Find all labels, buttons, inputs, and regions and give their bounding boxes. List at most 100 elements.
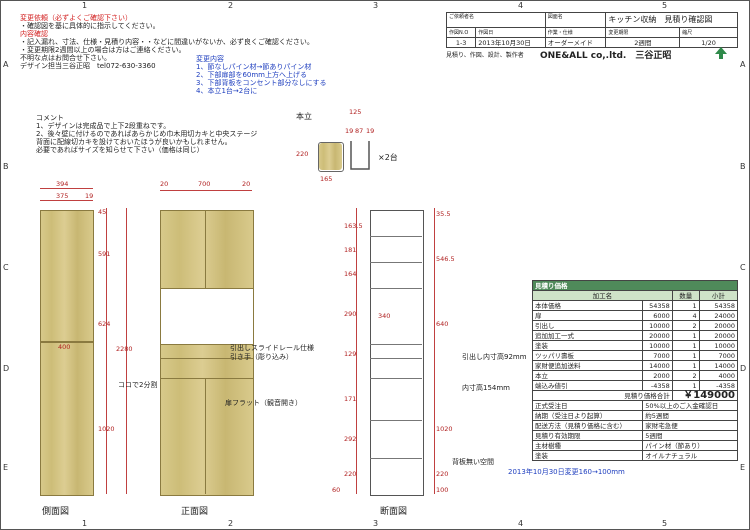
table-cell: 20000 — [698, 320, 739, 331]
section-dim-v: 171 — [344, 395, 357, 403]
handle-note: 引き手（彫り込み） — [230, 353, 293, 361]
section-shelf — [370, 236, 422, 237]
side-dim-width: 394 — [56, 180, 69, 188]
bookstand-side-view — [318, 142, 344, 172]
front-upper-doors — [160, 210, 254, 290]
comments-item: 背面に配線切カキを設けておいたほうが良いかもしれません。 — [36, 138, 232, 146]
grid-col-2: 2 — [228, 1, 234, 10]
table-cell: 14000 — [642, 360, 673, 371]
table-cell: 20000 — [642, 330, 673, 341]
side-dim-total: 2280 — [116, 345, 133, 353]
side-dim-width: 19 — [85, 192, 94, 200]
table-cell: 54358 — [698, 300, 739, 311]
estimate-header: 加工名 — [532, 290, 673, 301]
estimate-header: 数量 — [671, 290, 700, 301]
bookstand-dim: 165 — [320, 175, 333, 183]
grid-col-5-bottom: 5 — [662, 519, 668, 528]
bookstand-dim: 220 — [296, 150, 309, 158]
section-dim-v: 290 — [344, 310, 357, 318]
table-cell: 家財便追加送料 — [531, 360, 644, 371]
scale-label: 縮尺 — [679, 27, 738, 38]
section-dim-right: 220 — [436, 470, 449, 478]
estimate-total-label: 見積り価格合計 — [532, 390, 673, 401]
grid-row-c: C — [3, 263, 9, 272]
section-dim-v: 164 — [344, 270, 357, 278]
table-cell: 1 — [671, 380, 700, 391]
dim-line — [434, 208, 435, 494]
customer-label: ご依頼者名 — [446, 12, 546, 28]
section-shelf — [370, 262, 422, 263]
section-shelf — [370, 378, 422, 379]
comments-block: コメント 1、デザインは完成品で上下2段重ねです。 2、後々壁に付けるのであれば… — [36, 114, 257, 154]
changes-item: 4、本立1台→2台に — [196, 87, 258, 95]
bookstand-dim: 87 — [355, 127, 364, 135]
terms-cell: パイン材（節あり） — [642, 440, 738, 451]
grid-row-c-right: C — [740, 263, 746, 272]
grid-col-2-bottom: 2 — [228, 519, 234, 528]
terms-row: 主材樹種パイン材（節あり） — [531, 440, 738, 451]
comments-item: 1、デザインは完成品で上下2段重ねです。 — [36, 122, 171, 130]
bookstand-count: ×2台 — [378, 153, 398, 162]
table-cell: 2 — [671, 370, 700, 381]
date-label: 作図日 — [475, 27, 546, 38]
grid-col-4: 4 — [518, 1, 524, 10]
front-lower-doors — [160, 378, 254, 496]
title-block: ご依頼者名 図面名 キッチン収納 見積り確認図 作図N.O 作図日 作業・仕様 … — [445, 12, 738, 48]
grid-col-3: 3 — [373, 1, 379, 10]
grid-row-e: E — [3, 463, 9, 472]
bookstand-side-fill — [319, 143, 342, 170]
terms-row: 配送方法（見積り価格に含む）家財宅急便 — [531, 420, 738, 431]
grid-row-d-right: D — [740, 364, 747, 373]
section-dim-v: 292 — [344, 435, 357, 443]
grid-row-b-right: B — [740, 162, 746, 171]
drawing-label: 図面名 — [544, 12, 607, 28]
table-cell: 10000 — [642, 340, 673, 351]
changes-block: 変更内容 1、節なしパイン材→節ありパイン材 2、下部扉部を60mm上方へ上げる… — [196, 55, 327, 95]
section-dim-right: 1020 — [436, 425, 453, 433]
company-logo-icon — [714, 46, 728, 60]
section-dim-right: 100 — [436, 486, 449, 494]
table-cell: 20000 — [698, 330, 739, 341]
terms-cell: 正式受注日 — [531, 400, 644, 411]
work-no: 1-3 — [445, 37, 477, 48]
table-cell: 扉 — [531, 310, 644, 321]
side-view-title: 側面図 — [42, 507, 70, 517]
dim-line — [106, 208, 107, 494]
side-dim-v: 624 — [98, 320, 111, 328]
section-shelf — [370, 288, 422, 289]
section-dim-right: 35.5 — [436, 210, 451, 218]
section-view-title: 断面図 — [380, 507, 408, 517]
terms-cell: 見積り有効期限 — [531, 430, 644, 441]
section-dim-v: 220 — [344, 470, 357, 478]
table-cell: 本立 — [531, 370, 644, 381]
terms-row: 塗装オイルナチュラル — [531, 450, 738, 461]
table-cell: ツッパリ壽板 — [531, 350, 644, 361]
table-cell: 2000 — [642, 370, 673, 381]
table-cell: 6000 — [642, 310, 673, 321]
work-no-label: 作図N.O — [445, 27, 477, 38]
side-split-note: ココで2分割 — [118, 381, 158, 389]
notes-content-check: 内容確認 — [20, 30, 48, 38]
section-shelf — [370, 358, 422, 359]
estimate-title: 見積り価格 — [532, 280, 738, 291]
table-cell: 1 — [671, 360, 700, 371]
table-cell: 1 — [671, 300, 700, 311]
notes-change-request: 変更依頼（必ずよくご確認下さい） — [20, 14, 132, 22]
back-space-note: 背板無い空間 — [452, 458, 494, 466]
table-cell: 10000 — [698, 340, 739, 351]
grid-row-a-right: A — [740, 60, 746, 69]
changes-item: 3、下部背板をコンセント部分なしにする — [196, 79, 327, 87]
table-cell: 追加加工一式 — [531, 330, 644, 341]
section-dim-v: 181 — [344, 246, 357, 254]
door-split — [205, 210, 206, 288]
comments-item: 2、後々壁に付けるのであればあらかじめ巾木用切カキと中央ステージ — [36, 130, 258, 138]
section-dim-right: 546.5 — [436, 255, 455, 263]
table-cell: 1 — [671, 340, 700, 351]
terms-row: 納期（受注日より起算）約5週間 — [531, 410, 738, 421]
